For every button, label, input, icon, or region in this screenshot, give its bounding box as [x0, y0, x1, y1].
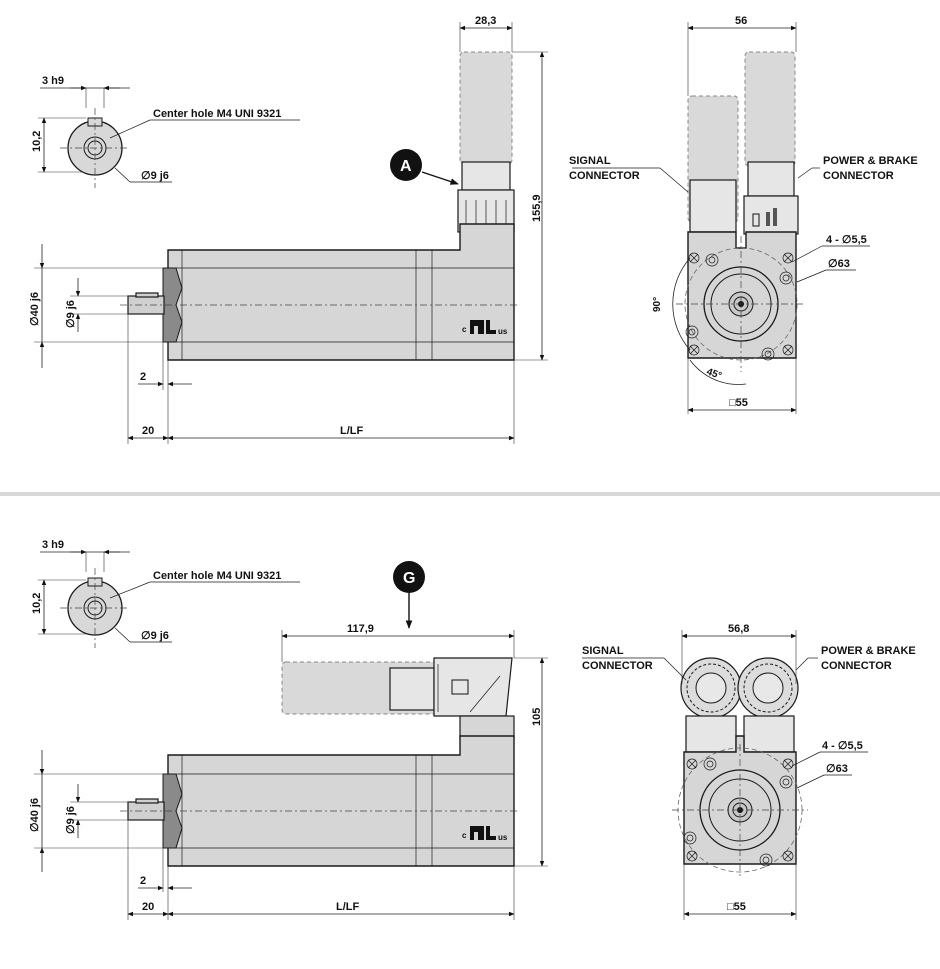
- bottom-shaft-end-view: 3 h9 10,2 Center hole M4 UNI 9321 ∅9 j6: [31, 539, 300, 648]
- top-square-label: □55: [729, 397, 748, 409]
- top-flange-step-label: 2: [140, 371, 146, 383]
- bottom-connector-length-label: 117,9: [347, 623, 374, 635]
- bottom-front-view: 56,8 □55 SIGNAL CONNECTOR POWER & BRAKE …: [582, 623, 916, 920]
- bottom-center-hole-label: Center hole M4 UNI 9321: [153, 570, 281, 582]
- bottom-signal-label-1: SIGNAL: [582, 645, 624, 657]
- bottom-front-width-label: 56,8: [728, 623, 749, 635]
- top-power-label-1: POWER & BRAKE: [823, 155, 918, 167]
- bottom-shaft-dia-side-label: ∅9 j6: [65, 806, 77, 834]
- top-variant: 3 h9 10,2 Center hole M4 UNI 9321 ∅9 j6: [29, 15, 918, 444]
- top-front-width-label: 56: [735, 15, 747, 27]
- bottom-ul-c: c: [462, 831, 467, 840]
- bottom-key-width-label: 3 h9: [42, 539, 64, 551]
- bottom-ul-us: us: [498, 833, 508, 842]
- top-holes-label: 4 - ∅5,5: [826, 234, 867, 246]
- bottom-holes-label: 4 - ∅5,5: [822, 740, 863, 752]
- top-signal-label-1: SIGNAL: [569, 155, 611, 167]
- top-overall-height-label: 155,9: [531, 194, 543, 222]
- bottom-power-label-2: CONNECTOR: [821, 660, 892, 672]
- top-angle-45-label: 45°: [705, 366, 723, 382]
- top-angle-90-label: 90°: [652, 297, 663, 312]
- top-pilot-dia-label: ∅40 j6: [29, 292, 41, 326]
- top-center-hole-label: Center hole M4 UNI 9321: [153, 108, 281, 120]
- top-key-width-label: 3 h9: [42, 75, 64, 87]
- bottom-power-label-1: POWER & BRAKE: [821, 645, 916, 657]
- top-shaft-dia-side-label: ∅9 j6: [65, 300, 77, 328]
- top-badge: [390, 149, 422, 181]
- top-connector-width-label: 28,3: [475, 15, 496, 27]
- bottom-pilot-dia-label: ∅40 j6: [29, 798, 41, 832]
- top-ul-c: c: [462, 325, 467, 334]
- bottom-badge-label: G: [403, 570, 415, 587]
- bottom-body-length-label: L/LF: [336, 901, 359, 913]
- bottom-flange-step-label: 2: [140, 875, 146, 887]
- bottom-shaft-dia-label: ∅9 j6: [141, 630, 169, 642]
- top-bolt-circle-label: ∅63: [828, 258, 850, 270]
- top-shaft-length-label: 20: [142, 425, 154, 437]
- top-front-view: 56 □55 90° 45° SIGNAL CONNECTOR POWER & …: [569, 15, 918, 414]
- bottom-overall-height-label: 105: [531, 708, 543, 726]
- bottom-square-label: □55: [727, 901, 746, 913]
- top-shaft-dia-label: ∅9 j6: [141, 170, 169, 182]
- top-signal-label-2: CONNECTOR: [569, 170, 640, 182]
- bottom-bolt-circle-label: ∅63: [826, 763, 848, 775]
- bottom-variant: 3 h9 10,2 Center hole M4 UNI 9321 ∅9 j6: [29, 539, 916, 920]
- bottom-key-height-label: 10,2: [31, 593, 43, 614]
- top-badge-label: A: [400, 158, 412, 175]
- bottom-side-view: c us 117,9 105 ∅40 j6 ∅9 j6: [29, 561, 548, 920]
- bottom-badge: [393, 561, 425, 593]
- top-power-label-2: CONNECTOR: [823, 170, 894, 182]
- bottom-signal-label-2: CONNECTOR: [582, 660, 653, 672]
- top-ul-us: us: [498, 327, 508, 336]
- top-body-length-label: L/LF: [340, 425, 363, 437]
- top-shaft-end-view: 3 h9 10,2 Center hole M4 UNI 9321 ∅9 j6: [31, 75, 300, 188]
- top-side-view: c us 28,3 155,9 ∅40 j6 ∅9 j6: [29, 15, 548, 444]
- bottom-shaft-length-label: 20: [142, 901, 154, 913]
- top-key-height-label: 10,2: [31, 131, 43, 152]
